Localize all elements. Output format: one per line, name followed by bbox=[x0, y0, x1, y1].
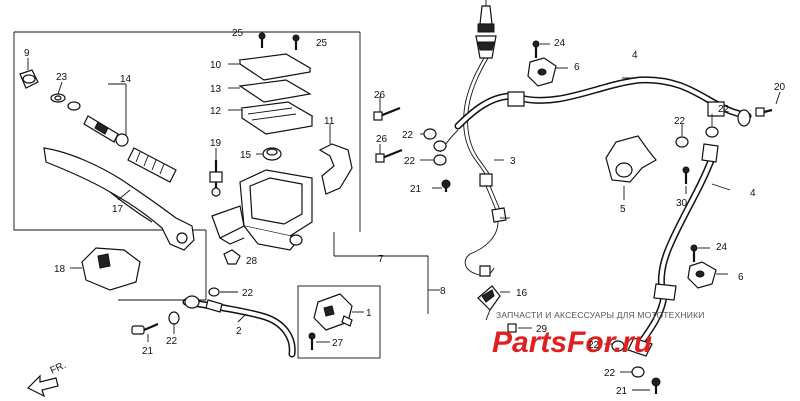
callout-22: 22 bbox=[718, 104, 730, 115]
callout-18: 18 bbox=[54, 264, 66, 275]
part-1-stop-switch bbox=[313, 293, 364, 331]
callout-15: 15 bbox=[240, 150, 252, 161]
callout-25: 25 bbox=[232, 28, 244, 39]
callout-21: 21 bbox=[410, 184, 422, 195]
part-17-brake-lever bbox=[43, 147, 195, 251]
callout-29: 29 bbox=[536, 324, 548, 335]
callout-30: 30 bbox=[676, 198, 688, 209]
callout-9: 9 bbox=[24, 48, 30, 59]
callout-25: 25 bbox=[316, 38, 328, 49]
part-22-washers-right bbox=[675, 114, 719, 148]
brake-hose-4-upper bbox=[507, 76, 752, 127]
part-9-cap bbox=[19, 58, 39, 89]
part-5-caliper-bracket bbox=[605, 135, 657, 200]
watermark-logo: PartsFor.ru bbox=[492, 326, 652, 359]
brake-line-3-group bbox=[373, 0, 516, 277]
callout-labels: 9 23 14 17 18 21 22 25 25 10 13 12 19 15… bbox=[24, 28, 786, 397]
part-30-bolt bbox=[682, 166, 690, 194]
part-16-fitting bbox=[477, 285, 510, 321]
callout-22: 22 bbox=[604, 368, 616, 379]
callout-28: 28 bbox=[246, 256, 258, 267]
part-18-lever-boot bbox=[70, 247, 141, 291]
callout-1: 1 bbox=[366, 308, 372, 319]
callout-21: 21 bbox=[616, 386, 628, 397]
callout-3: 3 bbox=[510, 156, 516, 167]
callout-7: 7 bbox=[378, 254, 384, 265]
callout-4: 4 bbox=[750, 188, 756, 199]
callout-22: 22 bbox=[166, 336, 178, 347]
callout-12: 12 bbox=[210, 106, 222, 117]
callout-24: 24 bbox=[554, 38, 566, 49]
callout-21: 21 bbox=[142, 346, 154, 357]
callout-2: 2 bbox=[236, 326, 242, 337]
part-29-bolt bbox=[507, 323, 532, 333]
callout-6: 6 bbox=[574, 62, 580, 73]
callout-6: 6 bbox=[738, 272, 744, 283]
callout-16: 16 bbox=[516, 288, 528, 299]
part-22-washers-bottom bbox=[604, 340, 645, 378]
part-24-bolt-upper bbox=[532, 40, 550, 58]
callout-5: 5 bbox=[620, 204, 626, 215]
part-13-plate bbox=[228, 79, 312, 103]
part-21-bolt-bottom bbox=[632, 377, 661, 394]
front-label: FR. bbox=[49, 360, 68, 377]
callout-4: 4 bbox=[632, 50, 638, 61]
part-24-bolt-lower bbox=[690, 244, 710, 262]
callout-8: 8 bbox=[440, 286, 446, 297]
part-27-screw bbox=[308, 332, 330, 350]
callout-11: 11 bbox=[324, 116, 335, 127]
part-21-bolt bbox=[131, 322, 159, 342]
part-15-boot bbox=[256, 147, 282, 161]
callout-19: 19 bbox=[210, 138, 222, 149]
callout-22: 22 bbox=[242, 288, 254, 299]
master-cylinder-group bbox=[13, 31, 361, 342]
part-6-clamp-upper bbox=[527, 57, 568, 87]
callout-26: 26 bbox=[376, 134, 388, 145]
part-28-nut bbox=[223, 249, 241, 265]
callout-13: 13 bbox=[210, 84, 222, 95]
part-11-holder bbox=[318, 124, 353, 195]
brake-hose-4-lower bbox=[627, 143, 731, 357]
callout-26: 26 bbox=[374, 90, 386, 101]
hose-and-switch-group bbox=[182, 232, 440, 359]
part-20-bolt bbox=[755, 91, 781, 117]
callout-27: 27 bbox=[332, 338, 344, 349]
callout-23: 23 bbox=[56, 72, 68, 83]
part-6-clamp-lower bbox=[687, 261, 728, 289]
part-22-washer bbox=[168, 311, 180, 334]
watermark: ЗАПЧАСТИ И АКСЕССУАРЫ ДЛЯ МОТОТЕХНИКИ Pa… bbox=[492, 310, 705, 359]
part-25-screws bbox=[258, 32, 300, 50]
part-12-diaphragm bbox=[228, 101, 314, 135]
part-14-piston-kit bbox=[83, 83, 177, 183]
callout-17: 17 bbox=[112, 204, 124, 215]
callout-10: 10 bbox=[210, 60, 222, 71]
master-cylinder-body bbox=[211, 169, 313, 251]
front-direction-marker: FR. bbox=[26, 360, 68, 398]
part-26-bolts bbox=[373, 96, 403, 163]
callout-22: 22 bbox=[588, 340, 600, 351]
part-23-washer bbox=[50, 81, 81, 111]
callout-22: 22 bbox=[402, 130, 414, 141]
part-10-reservoir-cover bbox=[228, 53, 312, 81]
callout-22: 22 bbox=[404, 156, 416, 167]
callout-22: 22 bbox=[674, 116, 686, 127]
callout-24: 24 bbox=[716, 242, 728, 253]
callout-20: 20 bbox=[774, 82, 786, 93]
callout-14: 14 bbox=[120, 74, 132, 85]
watermark-text: ЗАПЧАСТИ И АКСЕССУАРЫ ДЛЯ МОТОТЕХНИКИ bbox=[496, 310, 705, 320]
part-19-pivot-bolt bbox=[209, 148, 223, 197]
